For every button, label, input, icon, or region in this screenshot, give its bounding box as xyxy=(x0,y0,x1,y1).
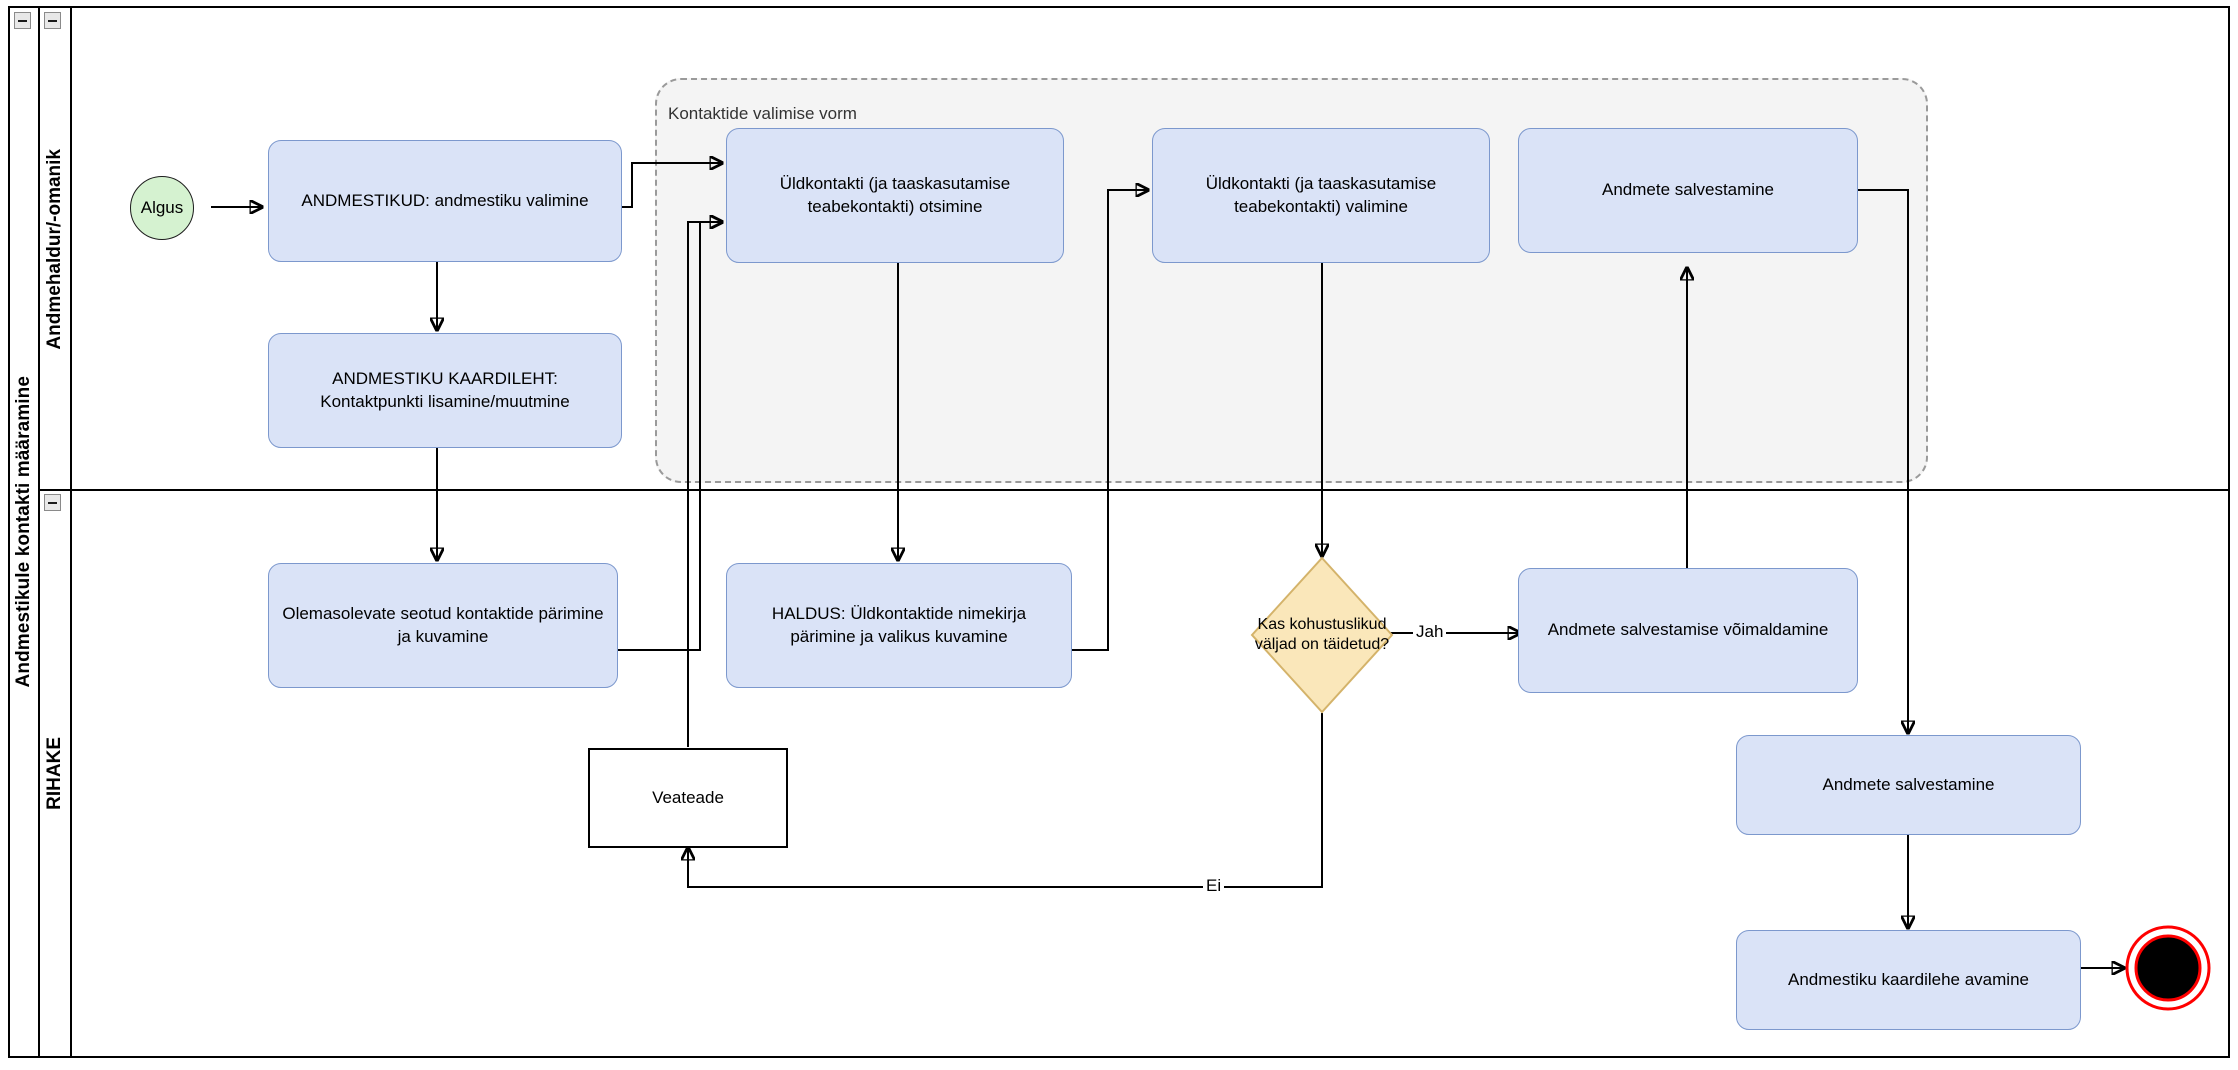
task-label: ANDMESTIKUD: andmestiku valimine xyxy=(301,190,589,210)
lane-label-text-0: Andmehaldur/-omanik xyxy=(44,148,65,350)
task-label: Andmete salvestamise võimaldamine xyxy=(1547,620,1829,640)
edge-label-jah: Jah xyxy=(1413,622,1447,642)
task-andmestiku-kaardilehe-avamine[interactable]: Andmestiku kaardilehe avamine xyxy=(1736,930,2081,1030)
end-event-shape xyxy=(2125,925,2211,1011)
lane-1-collapse-icon[interactable] xyxy=(44,494,61,511)
task-andmete-salvestamine-bottom[interactable]: Andmete salvestamine xyxy=(1736,735,2081,835)
task-olemasolevate-kontaktide-parimine[interactable]: Olemasolevate seotud kontaktide pärimine… xyxy=(268,563,618,688)
lane-label-rihake: RIHAKE xyxy=(40,490,72,1056)
task-label: Andmete salvestamine xyxy=(1822,774,1995,794)
edge-label-ei: Ei xyxy=(1203,876,1225,896)
end-event[interactable] xyxy=(2124,924,2212,1012)
node-veateade[interactable]: Veateade xyxy=(588,748,788,848)
task-label: ANDMESTIKU KAARDILEHT: Kontaktpunkti lis… xyxy=(320,369,570,411)
gateway-kas-kohustuslikud-valjad[interactable]: Kas kohustuslikud väljad on täidetud? xyxy=(1250,556,1394,714)
task-label: Olemasolevate seotud kontaktide pärimine… xyxy=(282,604,604,646)
lane-0-collapse-icon[interactable] xyxy=(44,12,61,29)
task-andmete-salvestamise-voimaldamine[interactable]: Andmete salvestamise võimaldamine xyxy=(1518,568,1858,693)
lane-label-andmehaldur-omanik: Andmehaldur/-omanik xyxy=(40,8,72,490)
veateade-label: Veateade xyxy=(652,787,724,807)
start-event-algus[interactable]: Algus xyxy=(130,176,194,240)
task-andmete-salvestamine-top[interactable]: Andmete salvestamine xyxy=(1518,128,1858,253)
group-title-label: Kontaktide valimise vorm xyxy=(668,104,857,123)
task-haldus-uldkontaktide-nimekiri[interactable]: HALDUS: Üldkontaktide nimekirja pärimine… xyxy=(726,563,1072,688)
task-label: Andmestiku kaardilehe avamine xyxy=(1788,969,2029,989)
gateway-shape xyxy=(1250,556,1394,714)
task-uldkontakti-otsimine[interactable]: Üldkontakti (ja taaskasutamise teabekont… xyxy=(726,128,1064,263)
task-andmestikud-valimine[interactable]: ANDMESTIKUD: andmestiku valimine xyxy=(268,140,622,262)
task-uldkontakti-valimine[interactable]: Üldkontakti (ja taaskasutamise teabekont… xyxy=(1152,128,1490,263)
task-label: Üldkontakti (ja taaskasutamise teabekont… xyxy=(1205,174,1437,216)
start-event-label: Algus xyxy=(140,197,184,217)
task-label: Andmete salvestamine xyxy=(1602,180,1774,200)
task-label: Üldkontakti (ja taaskasutamise teabekont… xyxy=(779,174,1011,216)
pool-title: Andmestikule kontakti määramine xyxy=(10,8,40,1056)
pool-title-label: Andmestikule kontakti määramine xyxy=(13,376,34,688)
lane-label-text-1: RIHAKE xyxy=(44,736,65,810)
task-label: HALDUS: Üldkontaktide nimekirja pärimine… xyxy=(771,604,1027,646)
lane-divider xyxy=(40,489,2230,491)
pool-collapse-icon[interactable] xyxy=(14,12,31,29)
task-andmestiku-kaardileht[interactable]: ANDMESTIKU KAARDILEHT: Kontaktpunkti lis… xyxy=(268,333,622,448)
